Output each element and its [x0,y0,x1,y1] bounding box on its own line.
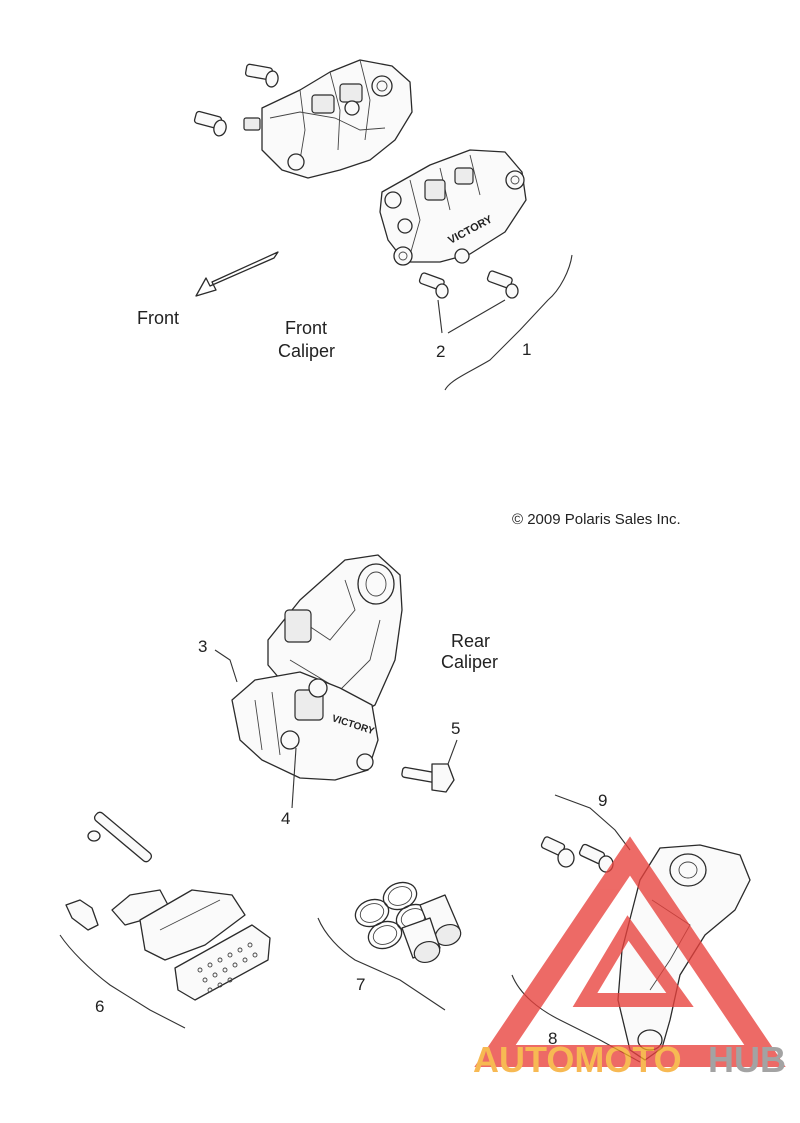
bracket-6 [59,934,186,1029]
callout-7: 7 [356,975,365,994]
bolt-9a [540,836,575,868]
bolt-front-2b [486,270,519,299]
bolt-5 [401,763,455,793]
bolt-upper-1 [244,63,279,88]
seal-kit-7 [354,881,462,963]
front-direction-arrow [195,251,279,297]
bracket-9 [554,794,631,851]
front-caliper-lower: VICTORY [379,149,527,266]
bolt-front-2a [418,272,449,299]
front-caliper-upper [243,59,413,179]
callout-2: 2 [436,342,445,361]
bolt-upper-2 [193,110,227,137]
leader-5 [447,739,458,765]
callout-5: 5 [451,719,460,738]
watermark-text-hub: HUB [708,1039,786,1080]
copyright-text: © 2009 Polaris Sales Inc. [512,511,681,528]
bracket-1 [444,254,573,391]
rear-caliper: VICTORY [231,671,379,781]
watermark-text-automoto: AUTOMOTO [473,1039,682,1080]
bolt-9b [578,843,614,873]
leader-3 [214,649,238,683]
pad-kit-6 [65,811,271,1001]
callout-8: 8 [548,1029,557,1048]
watermark-logo: AUTOMOTO HUB [473,836,786,1080]
front-caliper-title-2: Caliper [278,341,335,361]
callout-3: 3 [198,637,207,656]
leader-4 [291,747,297,809]
callout-4: 4 [281,809,290,828]
front-caliper-title-1: Front [285,318,327,338]
callout-9: 9 [598,791,607,810]
callout-6: 6 [95,997,104,1016]
bracket-7 [317,917,446,1011]
rear-caliper-title-1: Rear [451,631,490,651]
leader-2 [437,299,506,334]
front-label: Front [137,308,179,328]
callout-1: 1 [522,340,531,359]
rear-caliper-title-2: Caliper [441,652,498,672]
